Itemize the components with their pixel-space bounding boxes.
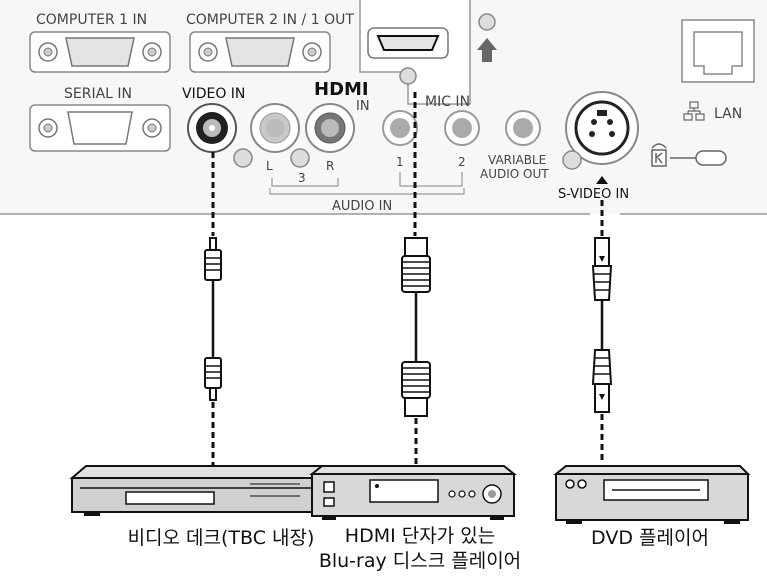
audio-in-1-2-ports: MIC IN 1 2 AUDIO IN — [269, 94, 480, 214]
lan-label: LAN — [714, 106, 742, 122]
audio-in-3-ports: L R 3 — [250, 103, 355, 187]
video-in-label: VIDEO IN — [182, 86, 245, 102]
video-in-port: VIDEO IN — [182, 86, 253, 168]
bluray-device-icon — [309, 465, 517, 520]
svideo-cable — [591, 200, 613, 464]
audio-2-label: 2 — [458, 155, 466, 169]
mic-in-label: MIC IN — [425, 94, 470, 110]
variable-audio-out-port: VARIABLE AUDIO OUT — [480, 110, 549, 181]
security-lock-icon — [651, 143, 727, 167]
network-icon — [683, 101, 705, 121]
bluray-caption-line2: Blu-ray 디스크 플레이어 — [318, 550, 522, 572]
hdmi-cable — [401, 92, 431, 466]
hdmi-logo: HDMI — [314, 79, 369, 100]
audio-1-label: 1 — [396, 155, 404, 169]
lan-port: LAN — [681, 19, 755, 122]
audio-r-label: R — [326, 159, 334, 173]
bluray-caption-line1: HDMI 단자가 있는 — [344, 525, 496, 547]
computer2-port: COMPUTER 2 IN / 1 OUT — [186, 12, 354, 73]
svideo-in-label: S-VIDEO IN — [558, 187, 629, 202]
audio-out-label: AUDIO OUT — [480, 167, 549, 181]
computer2-label: COMPUTER 2 IN / 1 OUT — [186, 12, 354, 28]
variable-label: VARIABLE — [488, 153, 546, 167]
vcr-caption: 비디오 데크(TBC 내장) — [127, 527, 315, 549]
audio-in-label: AUDIO IN — [332, 199, 392, 214]
svideo-in-port: S-VIDEO IN — [558, 91, 639, 202]
dvd-device-icon — [553, 465, 751, 524]
serial-port: SERIAL IN — [29, 86, 171, 152]
audio-l-label: L — [266, 159, 273, 173]
dvd-caption: DVD 플레이어 — [591, 527, 709, 549]
computer1-label: COMPUTER 1 IN — [36, 12, 147, 28]
hdmi-in-label: IN — [356, 99, 370, 114]
composite-video-cable — [204, 152, 222, 466]
hdmi-port: HDMI IN — [314, 13, 497, 114]
serial-label: SERIAL IN — [64, 86, 132, 102]
computer1-port: COMPUTER 1 IN — [29, 12, 171, 73]
audio-3-label: 3 — [298, 171, 306, 185]
